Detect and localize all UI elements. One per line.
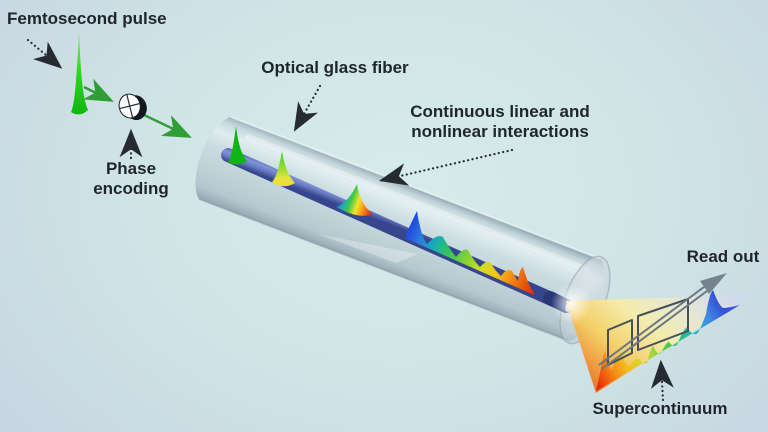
fiber-top-rim-highlight [230, 116, 602, 260]
sampling-window-1 [607, 319, 633, 366]
light-cone-apex-glow [551, 284, 591, 324]
read-out-label: Read out [686, 247, 760, 266]
femtosecond-pulse-label: Femtosecond pulse [7, 9, 167, 28]
femtosecond-pulse-spike [71, 32, 88, 115]
optical-glass-fiber-label: Optical glass fiber [261, 58, 409, 77]
phase-encoder-disk [118, 93, 147, 121]
pointer-interactions-arrow [378, 148, 514, 186]
interactions-label-line1: Continuous linear and [410, 102, 590, 121]
pulse-evolution-4 [405, 211, 534, 295]
beam-arrow-2 [141, 112, 192, 138]
pulse-evolution-3 [336, 184, 372, 216]
glass-highlight-streak [245, 134, 589, 272]
interactions-label-line2: nonlinear interactions [411, 122, 589, 141]
interactions-label: Continuous linear and nonlinear interact… [395, 102, 605, 142]
readout-arrow [598, 273, 727, 370]
pulse-evolution-2 [272, 150, 295, 187]
supercontinuum-label: Supercontinuum [592, 399, 728, 418]
supercontinuum-spectrum [596, 290, 740, 391]
phase-encoding-label-line1: Phase [105, 159, 157, 178]
pointer-fiber-arrow [293, 84, 322, 132]
phase-encoding-label: Phase encoding [76, 159, 186, 199]
pointer-femtosecond-arrow [26, 38, 63, 69]
beam-arrow-1 [82, 78, 114, 102]
glass-reflection-wedge [318, 234, 418, 263]
sampling-window-2 [637, 298, 689, 351]
pointer-supercontinuum-arrow [650, 359, 674, 402]
fiber-bottom-rim [198, 198, 570, 342]
phase-encoding-label-line2: encoding [93, 179, 169, 198]
pulse-evolution-1 [228, 126, 247, 165]
